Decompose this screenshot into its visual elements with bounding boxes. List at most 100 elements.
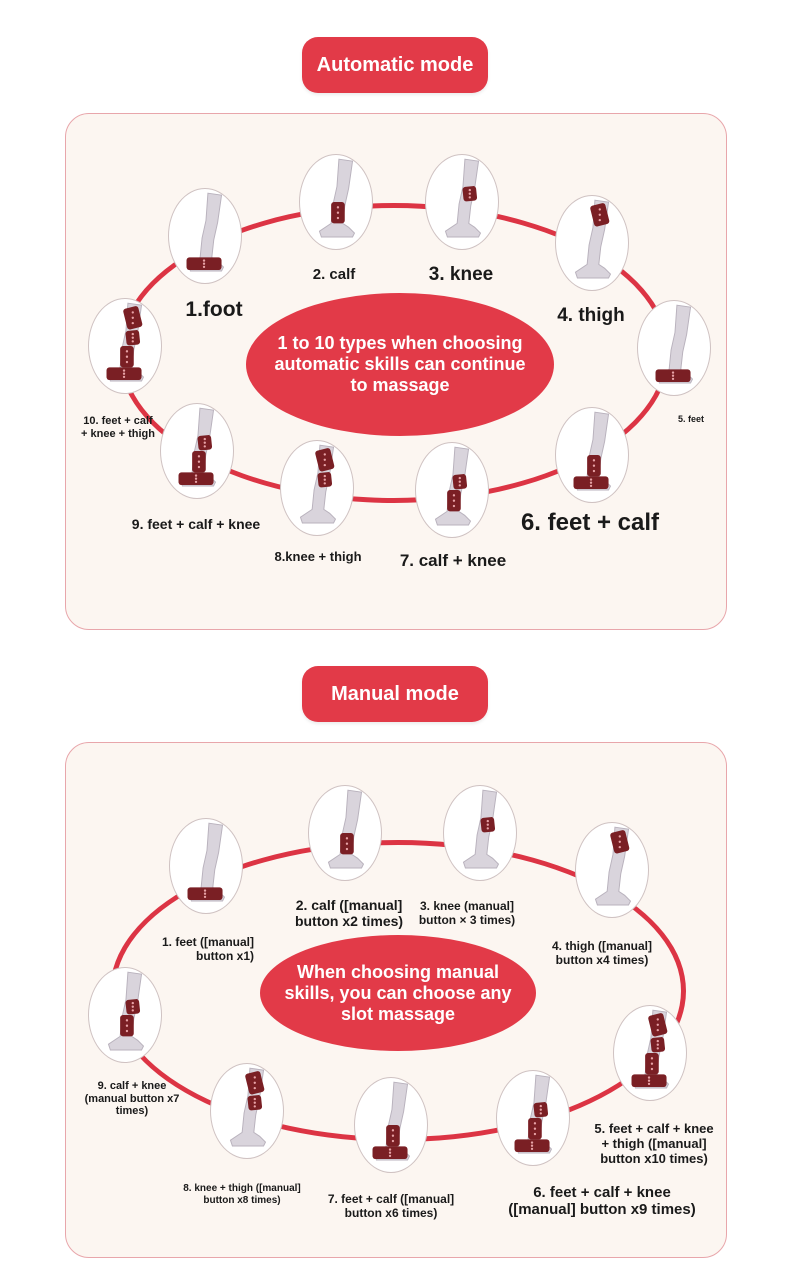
auto-step-3-label: 3. knee [428, 264, 494, 285]
manual-step-2-label: 2. calf ([manual]button x2 times) [294, 897, 404, 930]
calf-wrap-dot [125, 1019, 129, 1022]
knee-wrap-dot [323, 482, 326, 485]
auto-step-7-thumb [415, 442, 489, 538]
thigh-wrap-dot [253, 1081, 256, 1084]
leg-wrap-icon [462, 789, 500, 869]
auto-step-7-label: 7. calf + knee [399, 551, 507, 570]
calf-wrap-dot [533, 1132, 537, 1136]
manual-step-7-thumb [354, 1077, 428, 1173]
calf-wrap-dot [391, 1134, 395, 1137]
knee-wrap-dot [323, 474, 326, 478]
auto-step-1-label: 1.foot [185, 298, 243, 321]
knee-wrap-dot [656, 1039, 659, 1043]
foot-wrap-dot [203, 892, 207, 895]
leg-wrap-icon [573, 411, 612, 491]
leg-wrap-icon [574, 199, 612, 279]
manual-center-message: When choosing manual skills, you can cho… [260, 935, 536, 1051]
thigh-wrap-dot [131, 321, 134, 325]
manual-step-5-thumb [613, 1005, 687, 1101]
calf-wrap-dot [336, 211, 340, 214]
knee-wrap-dot [468, 196, 471, 199]
knee-wrap-dot [203, 441, 206, 444]
auto-step-1-thumb [168, 188, 242, 284]
calf-wrap-dot [125, 360, 129, 364]
foot-wrap-dot [388, 1148, 392, 1151]
manual-step-3-label: 3. knee (manual]button × 3 times) [418, 899, 516, 927]
thigh-wrap-dot [656, 1028, 659, 1032]
calf-wrap-dot [650, 1067, 654, 1071]
calf-wrap-dot [345, 847, 349, 851]
manual-step-9-thumb [88, 967, 162, 1063]
thigh-wrap-dot [323, 463, 326, 467]
foot-wrap-dot [530, 1144, 534, 1147]
auto-step-9-thumb [160, 403, 234, 499]
leg-wrap-icon [186, 192, 225, 272]
calf-wrap-dot [336, 206, 340, 209]
leg-wrap-icon [444, 158, 482, 238]
calf-wrap-dot [125, 355, 129, 358]
calf-wrap-dot [452, 494, 456, 497]
knee-wrap-dot [539, 1112, 542, 1115]
thigh-wrap-dot [618, 840, 621, 843]
knee-wrap-dot [131, 1005, 134, 1008]
auto-step-2-label: 2. calf [312, 266, 356, 283]
knee-wrap-dot [458, 484, 461, 487]
thigh-wrap-dot [131, 316, 134, 319]
leg-wrap-icon [514, 1074, 553, 1154]
auto-step-6-thumb [555, 407, 629, 503]
manual-step-1-thumb [169, 818, 243, 914]
manual-step-4-label: 4. thigh ([manual]button x4 times) [552, 939, 652, 967]
foot-wrap-dot [530, 1141, 534, 1144]
calf-wrap-dot [650, 1057, 654, 1060]
leg-shape [188, 822, 226, 902]
auto-step-4-thumb [555, 195, 629, 291]
calf-wrap-dot [533, 1127, 537, 1130]
foot-wrap-dot [589, 484, 593, 488]
auto-step-9-label: 9. feet + calf + knee [131, 516, 261, 532]
knee-wrap-dot [323, 478, 326, 481]
knee-wrap-dot [458, 476, 461, 480]
foot-wrap-dot [388, 1154, 392, 1158]
auto-step-6-label: 6. feet + calf [520, 509, 660, 536]
calf-wrap-dot [197, 455, 201, 458]
knee-wrap-dot [486, 827, 489, 830]
auto-step-8-thumb [280, 440, 354, 536]
manual-step-6-label: 6. feet + calf + knee([manual] button x9… [508, 1184, 696, 1219]
leg-wrap-icon [372, 1081, 411, 1161]
calf-wrap-dot [391, 1139, 395, 1143]
foot-wrap-dot [202, 259, 206, 262]
leg-wrap-icon [434, 446, 472, 526]
calf-wrap-dot [592, 464, 596, 467]
knee-wrap-dot [131, 332, 134, 336]
leg-wrap-icon [178, 407, 217, 487]
knee-wrap-dot [656, 1043, 659, 1046]
thigh-wrap-dot [131, 311, 134, 314]
foot-wrap-dot [203, 895, 207, 899]
knee-wrap-dot [486, 819, 489, 823]
automatic-mode-badge: Automatic mode [302, 37, 488, 93]
foot-wrap-dot [122, 369, 126, 372]
thigh-wrap-dot [598, 208, 601, 211]
knee-wrap-dot [539, 1108, 542, 1111]
leg-wrap-icon [187, 822, 226, 902]
leg-wrap-icon [106, 302, 145, 382]
calf-wrap-dot [452, 504, 456, 508]
foot-wrap-dot [388, 1151, 392, 1154]
thigh-wrap-dot [618, 845, 621, 849]
calf-wrap-dot [391, 1129, 395, 1132]
manual-step-5-label: 5. feet + calf + knee+ thigh ([manual]bu… [594, 1121, 714, 1166]
thigh-wrap-dot [253, 1076, 256, 1079]
manual-mode-badge: Manual mode [302, 666, 488, 722]
foot-wrap-dot [589, 478, 593, 481]
foot-wrap-dot [671, 371, 675, 374]
foot-wrap-dot [202, 265, 206, 269]
foot-wrap-dot [589, 481, 593, 484]
knee-wrap-dot [458, 480, 461, 483]
calf-wrap-dot [125, 1029, 129, 1033]
manual-step-2-thumb [308, 785, 382, 881]
knee-wrap-dot [131, 340, 134, 343]
calf-wrap-dot [592, 459, 596, 462]
calf-wrap-dot [345, 842, 349, 845]
foot-wrap-dot [194, 474, 198, 477]
